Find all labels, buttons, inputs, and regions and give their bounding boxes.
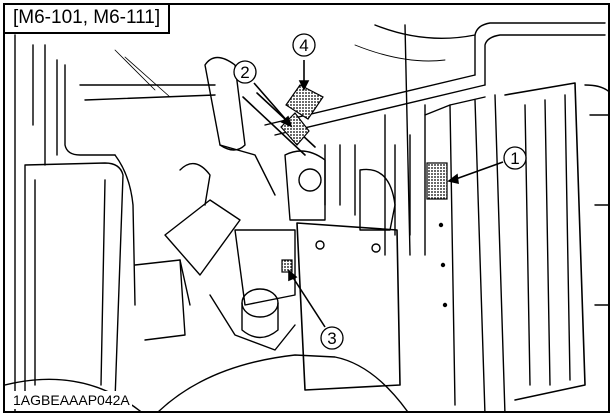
callout-1-circle xyxy=(503,146,527,170)
callout-1-number: 1 xyxy=(510,149,519,168)
callout-2-circle xyxy=(233,60,257,84)
tractor-cab-illustration: 1 2 3 4 xyxy=(5,22,608,411)
callout-4-circle xyxy=(292,33,316,57)
callout-3-number: 3 xyxy=(327,329,336,348)
model-label: [M6-101, M6-111] xyxy=(5,5,171,34)
label-3-patch xyxy=(281,259,293,273)
label-1-patch xyxy=(426,162,448,200)
label-4-patch xyxy=(285,84,324,120)
figure-code: 1AGBEAAAP042A xyxy=(11,391,132,409)
callout-4-number: 4 xyxy=(299,36,308,55)
callout-3-circle xyxy=(320,326,344,350)
callout-2-number: 2 xyxy=(240,63,249,82)
figure-frame: 1 2 3 4 [M6-101, M6-111] 1AGBEAAAP042A xyxy=(3,3,610,413)
